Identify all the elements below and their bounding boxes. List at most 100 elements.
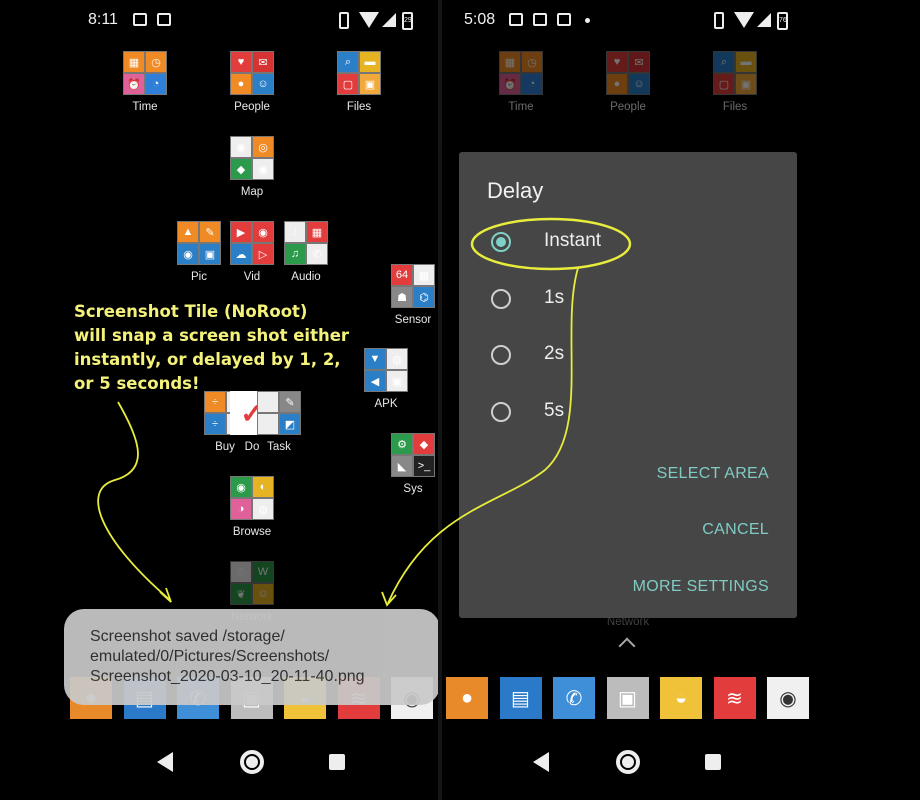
delay-radio-2[interactable] <box>491 345 511 365</box>
tile-app-icon[interactable]: ▶ <box>231 222 251 242</box>
tile-app-icon[interactable]: ▣ <box>736 74 756 94</box>
tile-app-icon[interactable] <box>258 414 278 434</box>
tile-app-icon[interactable]: ● <box>231 74 251 94</box>
tile-app-icon[interactable]: 64 <box>392 265 412 285</box>
tile-app-icon[interactable]: ◀ <box>365 371 385 391</box>
app-tile[interactable]: ♪▦♫✆ <box>284 221 328 265</box>
tile-app-icon[interactable]: ⏰ <box>124 74 144 94</box>
tile-app-icon[interactable]: ◉ <box>253 222 273 242</box>
tile-app-icon[interactable]: ✎ <box>280 392 300 412</box>
app-tile[interactable]: ◉◐◑◍ <box>230 476 274 520</box>
app-tile[interactable]: ◉◎◆◉ <box>230 136 274 180</box>
tile-app-icon[interactable]: ▼ <box>365 349 385 369</box>
dock-recorder-icon[interactable]: ≋ <box>713 677 756 719</box>
cancel-button[interactable]: CANCEL <box>702 521 769 538</box>
tile-app-icon[interactable]: ◔ <box>146 74 166 94</box>
tile-app-icon[interactable]: ◐ <box>253 477 273 497</box>
tile-app-icon[interactable]: ⏰ <box>500 74 520 94</box>
tile-app-icon[interactable]: ▦ <box>414 265 434 285</box>
tile-app-icon[interactable]: ▢ <box>338 74 358 94</box>
dock-contacts-icon[interactable]: ● <box>446 677 488 719</box>
tile-app-icon[interactable]: ▦ <box>307 222 327 242</box>
tile-app-icon[interactable]: ◷ <box>146 52 166 72</box>
tile-app-icon[interactable]: ✆ <box>307 244 327 264</box>
app-tile[interactable]: ▦◷⏰◔ <box>499 51 543 95</box>
tile-app-icon[interactable]: ◍ <box>253 499 273 519</box>
app-tile[interactable]: ▲✎◉▣ <box>177 221 221 265</box>
back-button[interactable] <box>533 752 549 772</box>
app-tile[interactable]: ✎◩ <box>257 391 301 435</box>
tile-app-icon[interactable]: ▬ <box>360 52 380 72</box>
tile-app-icon[interactable] <box>258 392 278 412</box>
app-tile[interactable]: ⌕▬▢▣ <box>337 51 381 95</box>
tile-app-icon[interactable]: ◆ <box>414 434 434 454</box>
delay-radio-0[interactable] <box>491 232 511 252</box>
tile-app-icon[interactable]: ✆ <box>231 562 251 582</box>
app-tile[interactable]: ⚙◆◣>_ <box>391 433 435 477</box>
tile-app-icon[interactable]: ◆ <box>231 159 251 179</box>
tile-app-icon[interactable]: ▦ <box>124 52 144 72</box>
tile-app-icon[interactable]: ▢ <box>714 74 734 94</box>
back-button[interactable] <box>157 752 173 772</box>
delay-option-label[interactable]: 2s <box>544 343 565 364</box>
app-tile[interactable]: ♥✉●☺ <box>230 51 274 95</box>
tile-app-icon[interactable]: ♥ <box>607 52 627 72</box>
tile-app-icon[interactable]: ♫ <box>285 244 305 264</box>
tile-app-icon[interactable]: ▣ <box>200 244 220 264</box>
select-area-button[interactable]: SELECT AREA <box>656 465 769 482</box>
tile-app-icon[interactable]: ◣ <box>392 456 412 476</box>
tile-app-icon[interactable]: ▲ <box>178 222 198 242</box>
delay-option-label[interactable]: 1s <box>544 286 565 308</box>
more-settings-button[interactable]: MORE SETTINGS <box>632 578 769 595</box>
tile-app-icon[interactable]: ◉ <box>253 159 273 179</box>
tile-app-icon[interactable]: ⌕ <box>714 52 734 72</box>
tile-app-icon[interactable]: ◔ <box>522 74 542 94</box>
recents-button[interactable] <box>705 754 721 770</box>
app-drawer-chevron-icon[interactable] <box>618 637 636 655</box>
dock-camera-icon[interactable]: ◉ <box>767 677 809 719</box>
tile-app-icon[interactable]: ❦ <box>231 584 251 604</box>
tile-app-icon[interactable]: ☗ <box>392 287 412 307</box>
tile-app-icon[interactable]: ◎ <box>253 137 273 157</box>
dock-messages-icon[interactable]: ▤ <box>499 677 542 719</box>
delay-option-label[interactable]: 5s <box>544 399 565 421</box>
tile-app-icon[interactable]: ☁ <box>231 244 251 264</box>
dock-folder-icon[interactable]: ▣ <box>606 677 649 719</box>
tile-app-icon[interactable]: ✎ <box>200 222 220 242</box>
recents-button[interactable] <box>329 754 345 770</box>
tile-app-icon[interactable]: ⚙ <box>392 434 412 454</box>
tile-app-icon[interactable]: ⌬ <box>414 287 434 307</box>
tile-app-icon[interactable]: ÷ <box>205 392 225 412</box>
app-tile[interactable]: ✆W❦☺ <box>230 561 274 605</box>
tile-app-icon[interactable]: ♪ <box>285 222 305 242</box>
tile-app-icon[interactable]: ◷ <box>522 52 542 72</box>
tile-app-icon[interactable]: ◉ <box>231 137 251 157</box>
app-tile[interactable]: ▦◷⏰◔ <box>123 51 167 95</box>
delay-radio-3[interactable] <box>491 401 511 422</box>
tile-app-icon[interactable]: W <box>253 562 273 582</box>
app-tile[interactable]: ♥✉●☺ <box>606 51 650 95</box>
delay-radio-1[interactable] <box>491 288 511 309</box>
tile-app-icon[interactable]: ▣ <box>360 74 380 94</box>
tile-app-icon[interactable]: ◑ <box>231 499 251 519</box>
home-button[interactable] <box>240 750 264 774</box>
tile-app-icon[interactable]: ● <box>607 74 627 94</box>
tile-app-icon[interactable]: ◉ <box>231 477 251 497</box>
tile-app-icon[interactable]: ◩ <box>280 414 300 434</box>
dock-phone-icon[interactable]: ✆ <box>553 677 595 719</box>
delay-option-label[interactable]: Instant <box>544 230 602 251</box>
app-tile[interactable]: ⌕▬▢▣ <box>713 51 757 95</box>
home-button[interactable] <box>616 750 640 774</box>
dock-launcher-icon[interactable]: ◒ <box>660 677 702 719</box>
tile-app-icon[interactable]: ✉ <box>629 52 649 72</box>
tile-app-icon[interactable]: ◉ <box>178 244 198 264</box>
tile-app-icon[interactable]: ▷ <box>253 244 273 264</box>
tile-app-icon[interactable]: ✉ <box>253 52 273 72</box>
tile-app-icon[interactable]: ⌕ <box>338 52 358 72</box>
tile-app-icon[interactable]: ♥ <box>231 52 251 72</box>
tile-app-icon[interactable]: ☺ <box>253 584 273 604</box>
tile-app-icon[interactable]: ☺ <box>253 74 273 94</box>
app-tile[interactable]: ▶◉☁▷ <box>230 221 274 265</box>
tile-app-icon[interactable]: ☺ <box>629 74 649 94</box>
tile-app-icon[interactable]: ▬ <box>736 52 756 72</box>
